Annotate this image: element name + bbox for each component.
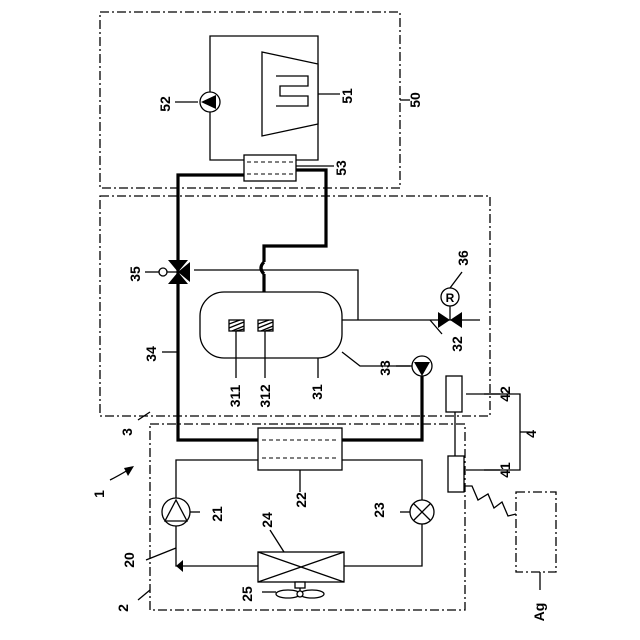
flow-arrow <box>176 560 183 572</box>
label-35: 35 <box>127 266 143 282</box>
label-25: 25 <box>239 586 255 602</box>
label-311: 311 <box>227 384 243 407</box>
label-34: 34 <box>143 346 159 362</box>
label-51: 51 <box>339 88 355 104</box>
label-31: 31 <box>309 384 325 400</box>
label-42: 42 <box>497 386 513 402</box>
controller-41 <box>448 456 464 492</box>
pipe-tank-to-pump-33 <box>342 352 410 366</box>
expansion-valve-23-icon <box>410 500 434 524</box>
pipe-return-to-22 <box>342 368 422 440</box>
fan-25-icon <box>276 582 324 598</box>
water-hx-22-icon <box>258 428 342 470</box>
label-36: 36 <box>455 250 471 266</box>
label-ag: Ag <box>531 603 547 622</box>
pipe-hump <box>261 262 264 274</box>
label-33: 33 <box>377 360 393 376</box>
label-4: 4 <box>523 430 539 438</box>
label-23: 23 <box>371 502 387 518</box>
label-2: 2 <box>115 604 131 612</box>
label-1: 1 <box>91 490 107 498</box>
label-41: 41 <box>497 462 513 478</box>
aggregator-box <box>516 492 556 572</box>
label-312: 312 <box>257 384 273 408</box>
label-50: 50 <box>407 92 423 108</box>
pump-33-icon <box>412 356 432 376</box>
controller-42 <box>446 376 462 412</box>
sensor-312-icon <box>258 320 273 331</box>
label-22: 22 <box>293 492 309 508</box>
label-21: 21 <box>209 506 225 522</box>
label-24: 24 <box>259 512 275 528</box>
hx-53-icon <box>244 155 296 181</box>
controller-group-bracket <box>466 394 520 470</box>
three-way-valve-35-icon <box>159 260 190 284</box>
pump-52-icon <box>200 92 220 112</box>
outdoor-hx-24-icon <box>258 552 344 582</box>
communication-link <box>464 486 516 516</box>
label-52: 52 <box>157 96 173 112</box>
sensor-311-icon <box>229 320 244 331</box>
pipe-53-to-tank <box>264 170 326 262</box>
compressor-21-icon <box>162 498 190 526</box>
pressure-symbol: R <box>446 291 455 305</box>
label-32: 32 <box>449 336 465 352</box>
label-53: 53 <box>333 160 349 176</box>
label-3: 3 <box>119 428 135 436</box>
radiator-51-icon <box>262 52 318 136</box>
label-20: 20 <box>121 552 137 568</box>
